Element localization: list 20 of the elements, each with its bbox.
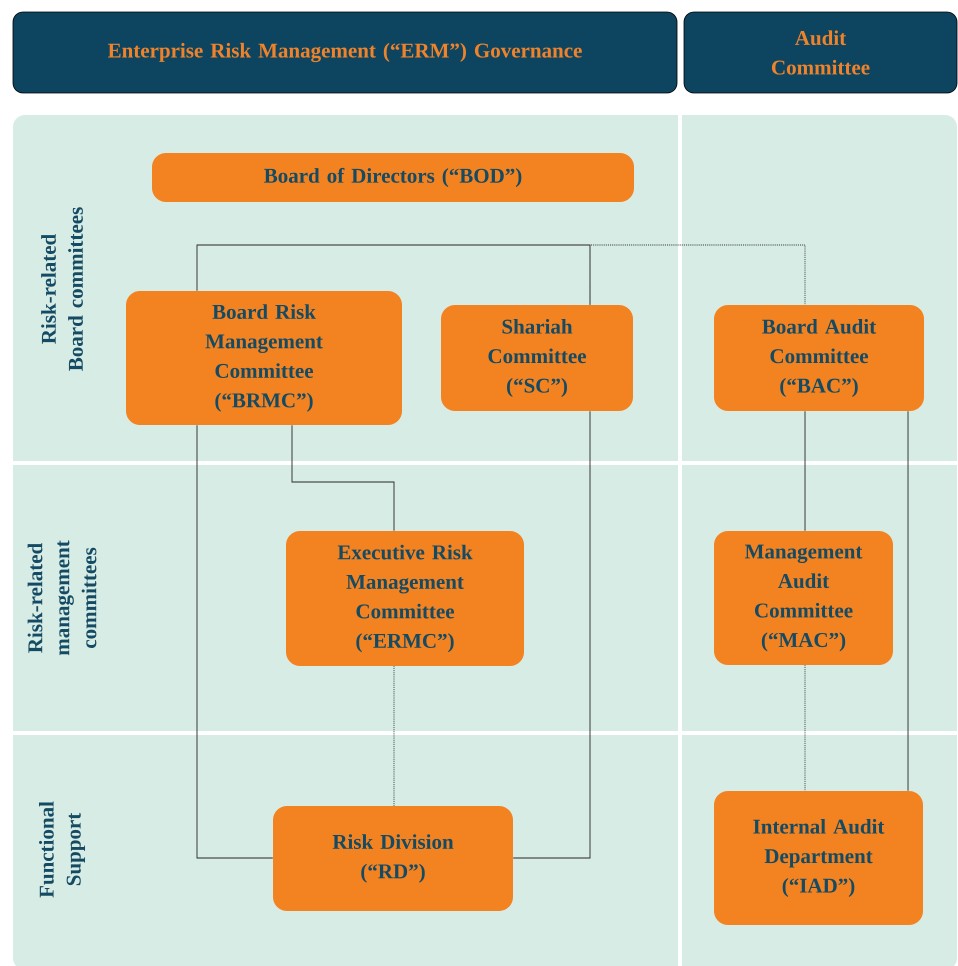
connector-line xyxy=(804,664,806,792)
committee-box: Management Audit Committee (“MAC”) xyxy=(714,531,894,665)
committee-box: Risk Division (“RD”) xyxy=(273,806,513,911)
connector-line xyxy=(196,424,274,858)
row-label: Risk-related Board committees xyxy=(41,207,83,371)
committee-box: Shariah Committee (“SC”) xyxy=(441,305,633,411)
connector-line xyxy=(804,410,806,532)
header-box: Enterprise Risk Management (“ERM”) Governance xyxy=(12,12,678,94)
committee-box: Internal Audit Department (“IAD”) xyxy=(714,791,923,925)
header-box: Audit Committee xyxy=(684,12,958,94)
row-label: Functional Support xyxy=(38,801,86,898)
connector-line xyxy=(292,424,394,532)
committee-box: Executive Risk Management Committee (“ERMC”) xyxy=(286,531,524,666)
committee-box: Board Risk Management Committee (“BRMC”) xyxy=(126,291,402,425)
committee-box: Board Audit Committee (“BAC”) xyxy=(714,305,924,411)
row-label: Risk-related management committees xyxy=(28,540,96,656)
connector-line xyxy=(590,244,806,306)
committee-box: Board of Directors (“BOD”) xyxy=(152,153,634,202)
connector-line xyxy=(196,244,590,306)
connector-line xyxy=(512,410,590,858)
